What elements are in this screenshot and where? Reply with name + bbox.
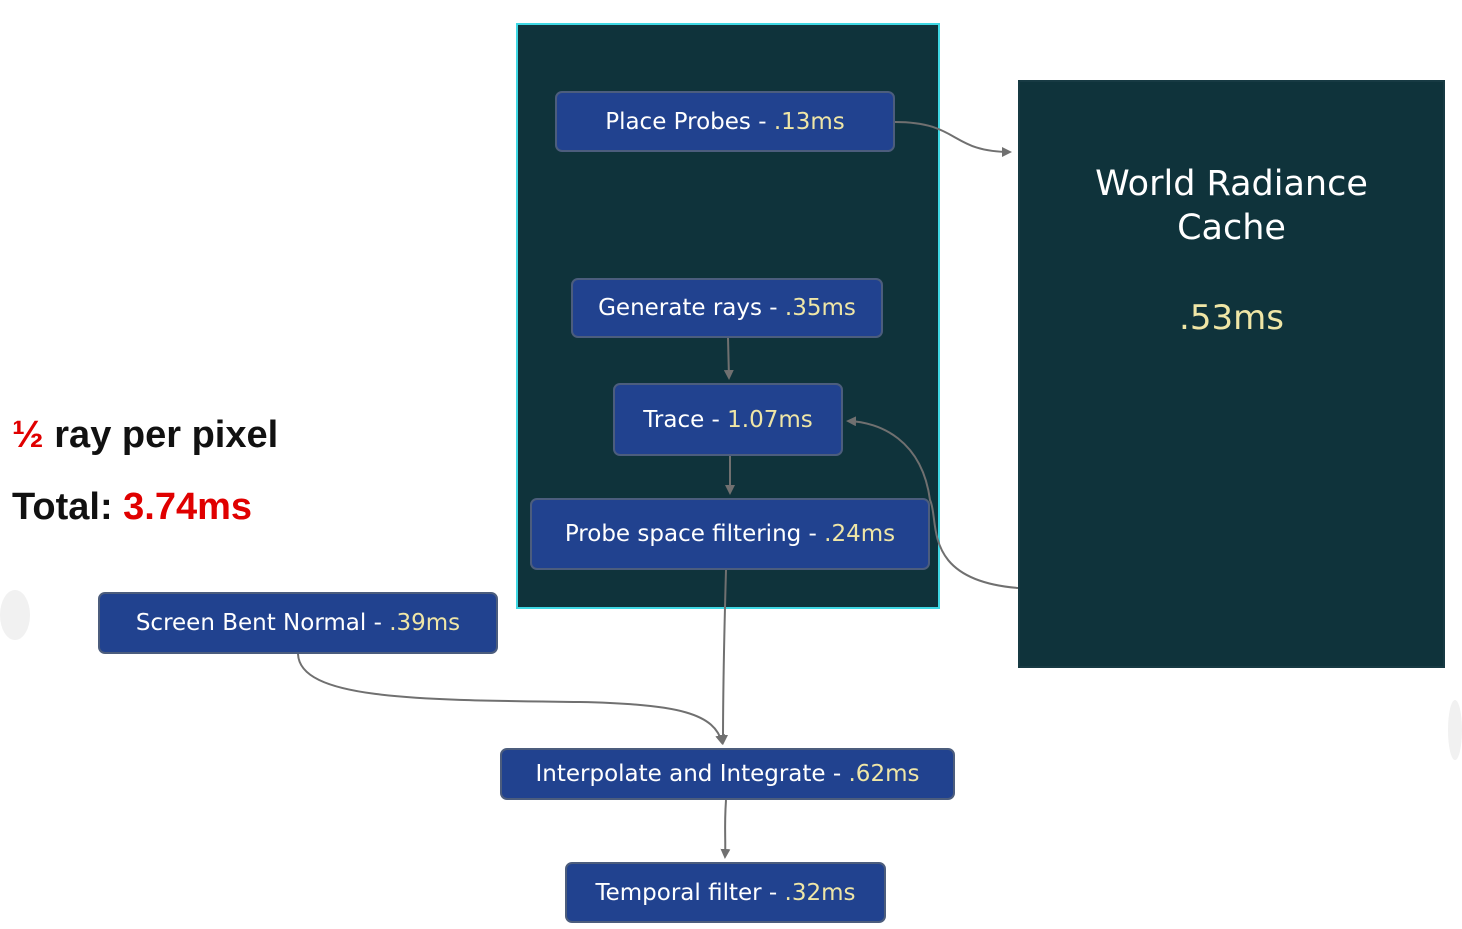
generate-rays-label: Generate rays - [598, 295, 785, 321]
place-probes-label: Place Probes - [605, 108, 774, 135]
rays-per-pixel-stat: ½ ray per pixel [12, 414, 278, 457]
total-time-stat: Total: 3.74ms [12, 486, 252, 529]
arrow-generate-rays-to-trace [723, 337, 734, 380]
trace-label: Trace - [643, 406, 728, 433]
arrow-world-cache-to-trace [846, 416, 1019, 589]
probe-space-filtering-time: .24ms [824, 521, 896, 547]
probe-space-filtering-node: Probe space filtering - .24ms [530, 498, 930, 570]
background-smudge [1448, 700, 1462, 760]
total-label: Total: [12, 486, 113, 528]
interpolate-integrate-label: Interpolate and Integrate - [535, 761, 849, 787]
screen-bent-normal-node: Screen Bent Normal - .39ms [98, 592, 498, 654]
temporal-filter-label: Temporal filter - [595, 879, 785, 906]
generate-rays-time: .35ms [784, 295, 856, 321]
place-probes-time: .13ms [773, 108, 845, 135]
temporal-filter-time: .32ms [784, 879, 856, 906]
screen-bent-normal-time: .39ms [389, 610, 461, 636]
interpolate-integrate-node: Interpolate and Integrate - .62ms [500, 748, 955, 800]
world-radiance-cache-time: .53ms [1179, 298, 1284, 338]
arrow-probe-filtering-to-interpolate [718, 569, 729, 745]
rays-fraction: ½ [12, 414, 44, 456]
world-radiance-cache-title: World Radiance Cache [1020, 162, 1443, 250]
temporal-filter-node: Temporal filter - .32ms [565, 862, 886, 923]
arrow-bent-normal-to-interpolate [297, 653, 725, 745]
world-radiance-cache-title-line2: Cache [1177, 208, 1286, 248]
world-radiance-cache-title-line1: World Radiance [1095, 164, 1368, 204]
arrow-place-probes-to-world-cache [894, 121, 1012, 157]
screen-bent-normal-label: Screen Bent Normal - [135, 610, 390, 636]
generate-rays-node: Generate rays - .35ms [571, 278, 883, 338]
probe-space-filtering-label: Probe space filtering - [564, 521, 825, 547]
place-probes-node: Place Probes - .13ms [555, 91, 895, 152]
rays-per-pixel-label: ray per pixel [54, 414, 279, 456]
trace-node: Trace - 1.07ms [613, 383, 843, 456]
trace-time: 1.07ms [727, 406, 813, 433]
total-value: 3.74ms [123, 486, 253, 528]
interpolate-integrate-time: .62ms [848, 761, 920, 787]
world-radiance-cache-panel: World Radiance Cache .53ms [1018, 80, 1445, 668]
background-smudge [0, 590, 30, 640]
arrow-interpolate-to-temporal [720, 799, 731, 859]
